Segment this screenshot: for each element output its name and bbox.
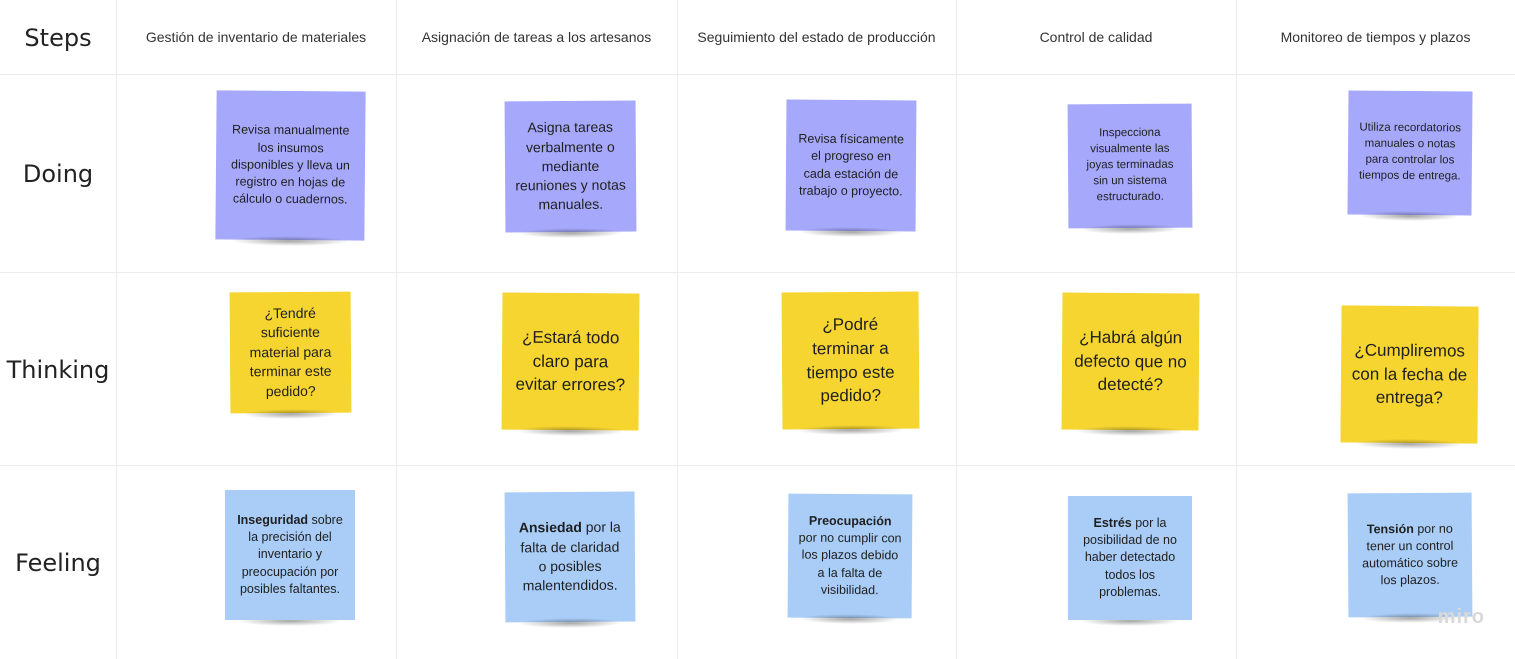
sticky-note-feeling[interactable]: Inseguridad sobre la precisión del inven… xyxy=(225,490,355,626)
sticky-note-doing[interactable]: Asigna tareas verbalmente o mediante reu… xyxy=(504,100,637,233)
grid-line xyxy=(0,272,1515,273)
grid-line xyxy=(0,74,1515,75)
step-header: Control de calidad xyxy=(1039,29,1153,45)
step-header: Monitoreo de tiempos y plazos xyxy=(1280,29,1471,45)
row-label-steps: Steps xyxy=(24,24,92,52)
sticky-note-doing[interactable]: Utiliza recordatorios manuales o notas p… xyxy=(1347,90,1473,216)
sticky-note-text: Revisa físicamente el progreso en cada e… xyxy=(798,131,905,199)
sticky-note-thinking[interactable]: ¿Tendré suficiente material para termina… xyxy=(229,291,352,414)
step-header: Asignación de tareas a los artesanos xyxy=(421,29,652,45)
grid-line xyxy=(677,0,678,659)
grid-line xyxy=(1236,0,1237,659)
emotion-label: Preocupación xyxy=(808,513,892,529)
sticky-note-doing[interactable]: Revisa manualmente los insumos disponibl… xyxy=(215,90,366,241)
sticky-note-text: Estrés por la posibilidad de no haber de… xyxy=(1078,515,1182,601)
sticky-note-doing[interactable]: Inspecciona visualmente las joyas termin… xyxy=(1067,103,1193,229)
sticky-note-text: Preocupación por no cumplir con los plaz… xyxy=(798,513,903,600)
sticky-note-text: ¿Estará todo claro para evitar errores? xyxy=(515,327,626,395)
emotion-description: por la posibilidad de no haber detectado… xyxy=(1083,515,1177,599)
sticky-note-thinking[interactable]: ¿Estará todo claro para evitar errores? xyxy=(501,292,640,431)
row-label-feeling: Feeling xyxy=(15,549,101,577)
sticky-note-text: Inspecciona visualmente las joyas termin… xyxy=(1086,127,1174,204)
emotion-label: Tensión xyxy=(1366,521,1414,536)
sticky-note-feeling[interactable]: Preocupación por no cumplir con los plaz… xyxy=(787,493,913,619)
sticky-note-text: ¿Habrá algún defecto que no detecté? xyxy=(1074,327,1187,395)
sticky-note-text: Utiliza recordatorios manuales o notas p… xyxy=(1358,121,1462,183)
sticky-note-text: Inseguridad sobre la precisión del inven… xyxy=(235,512,345,598)
sticky-note-text: ¿Cumpliremos con la fecha de entrega? xyxy=(1351,340,1468,408)
miro-logo: miro xyxy=(1437,606,1485,628)
sticky-note-text: Revisa manualmente los insumos disponibl… xyxy=(231,122,350,207)
grid-line xyxy=(116,0,117,659)
emotion-label: Estrés xyxy=(1093,515,1132,530)
emotion-label: Inseguridad xyxy=(237,512,309,527)
sticky-note-thinking[interactable]: ¿Habrá algún defecto que no detecté? xyxy=(1061,292,1200,431)
sticky-note-text: Asigna tareas verbalmente o mediante reu… xyxy=(515,118,626,213)
emotion-description: sobre la precisión del inventario y preo… xyxy=(239,512,343,596)
sticky-note-feeling[interactable]: Ansiedad por la falta de claridad o posi… xyxy=(504,491,636,623)
sticky-note-thinking[interactable]: ¿Podré terminar a tiempo este pedido? xyxy=(781,291,920,430)
grid-line xyxy=(0,465,1515,466)
sticky-note-text: Ansiedad por la falta de claridad o posi… xyxy=(515,518,626,596)
sticky-note-text: ¿Tendré suficiente material para termina… xyxy=(249,304,332,400)
grid-line xyxy=(956,0,957,659)
row-label-thinking: Thinking xyxy=(6,356,110,384)
step-header: Seguimiento del estado de producción xyxy=(697,29,936,45)
grid-line xyxy=(396,0,397,659)
step-header: Gestión de inventario de materiales xyxy=(145,29,367,45)
sticky-note-thinking[interactable]: ¿Cumpliremos con la fecha de entrega? xyxy=(1340,305,1479,444)
emotion-description: por no cumplir con los plazos debido a l… xyxy=(798,530,902,598)
sticky-note-text: Tensión por no tener un control automáti… xyxy=(1358,520,1462,590)
sticky-note-doing[interactable]: Revisa físicamente el progreso en cada e… xyxy=(785,99,917,232)
emotion-label: Ansiedad xyxy=(518,519,582,536)
sticky-note-feeling[interactable]: Estrés por la posibilidad de no haber de… xyxy=(1068,496,1192,626)
row-label-doing: Doing xyxy=(22,160,94,188)
sticky-note-feeling[interactable]: Tensión por no tener un control automáti… xyxy=(1347,492,1473,618)
sticky-note-text: ¿Podré terminar a tiempo este pedido? xyxy=(806,314,895,406)
